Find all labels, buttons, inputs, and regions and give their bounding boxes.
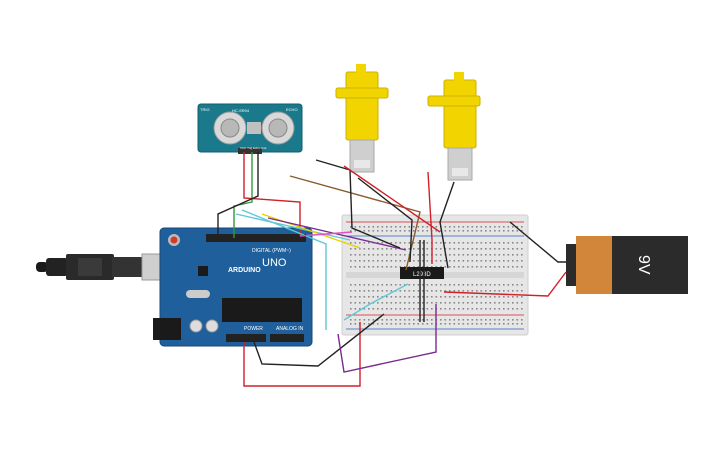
sensor-side-left: TRIG [200, 107, 210, 112]
arduino-uno-board[interactable]: ARDUINO UNO DIGITAL (PWM~) POWER ANALOG … [153, 227, 313, 347]
motor-driver-chip[interactable]: L293D [400, 267, 444, 279]
label-analog: ANALOG IN [276, 326, 304, 332]
arduino-model: UNO [262, 257, 287, 269]
power-jack [153, 318, 181, 340]
wire [261, 213, 361, 249]
arduino-logo: ARDUINO [228, 267, 261, 274]
wire [299, 231, 353, 237]
digital-header [206, 234, 306, 242]
wire [217, 152, 259, 234]
atmega-chip [222, 298, 302, 322]
wire [235, 213, 351, 241]
battery-icon[interactable]: 9V [566, 236, 688, 294]
sensor-side-right: ECHO [286, 107, 298, 112]
wire [427, 171, 433, 264]
wire [343, 165, 441, 233]
analog-header [270, 334, 304, 342]
usb-cable-icon[interactable] [36, 253, 171, 281]
wire [315, 159, 401, 249]
wire [233, 152, 253, 238]
sensor-model: HC-SR04 [232, 108, 250, 113]
sensor-pins: VCC Trig Echo Gnd [240, 146, 267, 150]
wire [509, 221, 566, 263]
wire [443, 271, 567, 297]
wire [337, 304, 437, 373]
wires[interactable] [217, 152, 567, 387]
gear-motor-icon[interactable] [427, 72, 481, 181]
wire [243, 152, 301, 236]
wire [253, 313, 385, 367]
label-digital: DIGITAL (PWM~) [252, 248, 291, 254]
driver-label: L293D [413, 272, 431, 278]
wire [267, 217, 407, 251]
wire [343, 283, 409, 321]
label-power: POWER [244, 326, 263, 332]
wire [241, 209, 327, 330]
wire [439, 181, 455, 269]
power-header [226, 334, 266, 342]
battery-label: 9V [635, 255, 652, 275]
gear-motor-icon[interactable] [335, 64, 389, 173]
wire [357, 177, 413, 263]
ultrasonic-sensor-icon[interactable]: HC-SR04 TRIG ECHO VCC Trig Echo Gnd [197, 103, 303, 154]
wire [243, 322, 361, 387]
